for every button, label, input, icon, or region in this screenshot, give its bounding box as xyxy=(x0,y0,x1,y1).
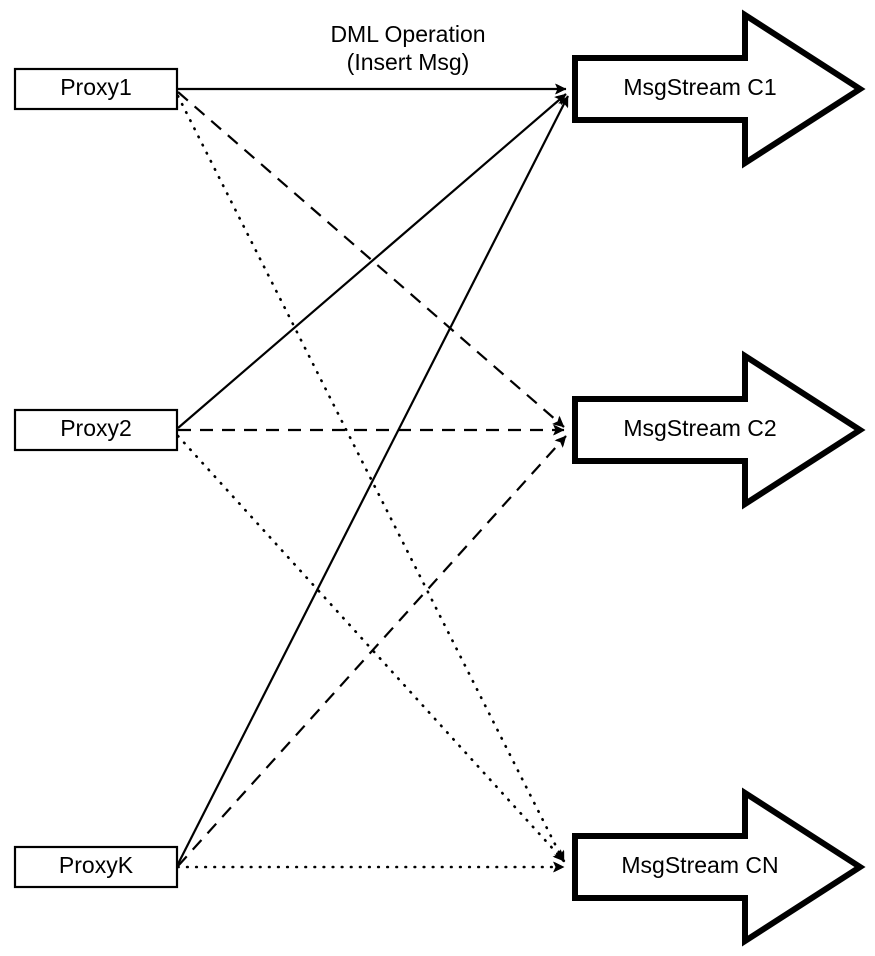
arrowhead-proxy2-to-c1 xyxy=(554,94,566,106)
stream-nodes-layer: MsgStream C1 MsgStream C2 MsgStream CN xyxy=(572,9,866,947)
stream-c1-arrow-shape[interactable] xyxy=(572,9,866,169)
proxy-nodes-layer: Proxy1 Proxy2 ProxyK xyxy=(13,67,179,889)
arrowheads-overlay xyxy=(552,83,568,873)
stream-c1-label: MsgStream C1 xyxy=(623,74,776,100)
link-proxyk-to-stream-c2[interactable] xyxy=(177,435,567,867)
arrowhead-proxy2-to-c2 xyxy=(553,424,564,436)
proxy2-label: Proxy2 xyxy=(60,415,132,441)
link-proxy2-to-stream-c1[interactable] xyxy=(177,93,567,429)
dml-operation-caption-line1: DML Operation xyxy=(330,21,485,47)
proxyk-box[interactable] xyxy=(13,845,179,889)
proxy2-box[interactable] xyxy=(13,408,179,452)
links-layer xyxy=(176,83,569,873)
link-proxy1-to-stream-c2[interactable] xyxy=(177,91,565,428)
arrowhead-proxy1-to-c1 xyxy=(555,83,566,95)
stream-c2-arrow-shape[interactable] xyxy=(572,350,866,510)
arrowhead-proxyk-to-c2 xyxy=(554,436,566,448)
stream-node-c1[interactable]: MsgStream C1 xyxy=(572,9,866,169)
link-proxyk-to-stream-c1[interactable] xyxy=(177,95,569,865)
proxyk-label: ProxyK xyxy=(59,852,134,878)
dml-operation-caption-line2: (Insert Msg) xyxy=(347,49,470,75)
stream-node-cn[interactable]: MsgStream CN xyxy=(572,787,866,947)
stream-cn-arrow-shape[interactable] xyxy=(572,787,866,947)
proxy1-box[interactable] xyxy=(13,67,179,111)
link-proxy2-to-stream-cn[interactable] xyxy=(176,434,566,863)
link-proxy1-to-stream-cn[interactable] xyxy=(176,94,566,864)
proxy-node-proxy1[interactable]: Proxy1 xyxy=(13,67,179,111)
dml-operation-caption: DML Operation (Insert Msg) xyxy=(330,21,485,75)
proxy-node-proxyk[interactable]: ProxyK xyxy=(13,845,179,889)
arrowhead-proxyk-to-cn xyxy=(553,861,564,873)
stream-cn-label: MsgStream CN xyxy=(621,852,778,878)
stream-node-c2[interactable]: MsgStream C2 xyxy=(572,350,866,510)
stream-c2-label: MsgStream C2 xyxy=(623,415,776,441)
proxy-node-proxy2[interactable]: Proxy2 xyxy=(13,408,179,452)
proxy1-label: Proxy1 xyxy=(60,74,132,100)
arrowhead-proxy2-to-cn xyxy=(552,849,564,861)
arrowhead-proxy1-to-c2 xyxy=(552,415,564,427)
arrowhead-proxyk-to-c1 xyxy=(558,96,568,109)
